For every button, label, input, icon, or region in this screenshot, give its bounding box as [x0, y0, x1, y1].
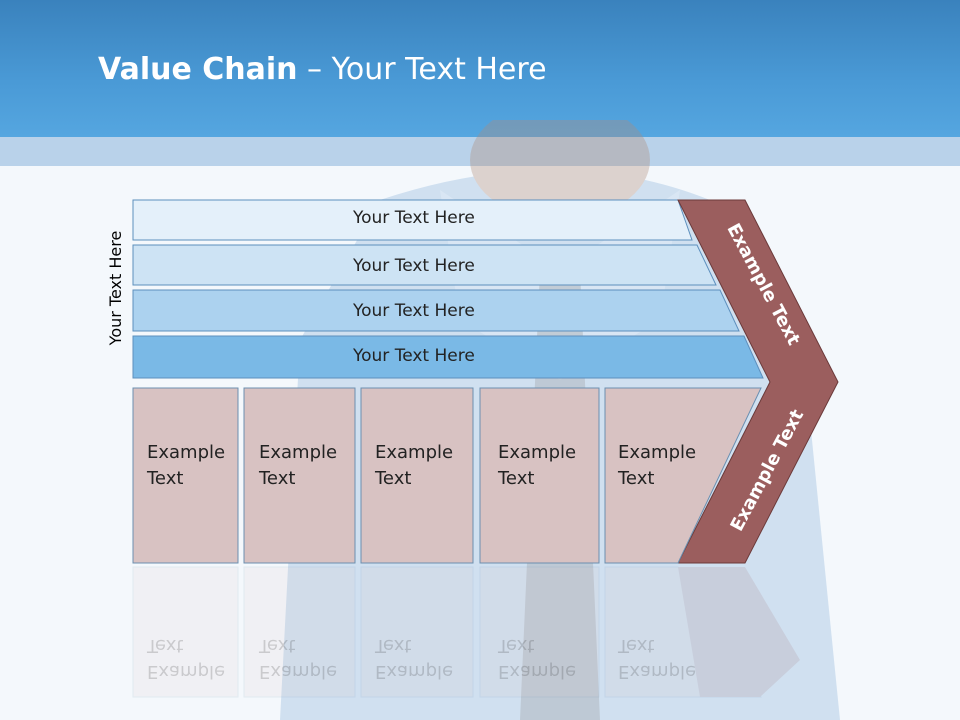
- box-1-line1: Example: [147, 442, 226, 463]
- primary-box-4: [479, 387, 600, 564]
- reflection-4-line2: Text: [498, 635, 535, 656]
- primary-box-5: [604, 387, 762, 564]
- support-bar-1-label: Your Text Here: [353, 208, 475, 228]
- box-3-line2: Text: [375, 468, 412, 489]
- reflection-3-line1: Example: [375, 661, 454, 682]
- page-title: Value Chain – Your Text Here: [98, 52, 547, 87]
- title-rest: – Your Text Here: [297, 52, 547, 87]
- support-bar-3: [132, 289, 740, 332]
- support-bar-4-label: Your Text Here: [353, 346, 475, 366]
- reflection-1-line1: Example: [147, 661, 226, 682]
- support-bar-3-label: Your Text Here: [353, 301, 475, 321]
- primary-box-5-reflection: Example Text: [618, 632, 696, 684]
- header-banner: [0, 0, 960, 137]
- reflection-2-line1: Example: [259, 661, 338, 682]
- support-bar-2: [132, 244, 717, 286]
- primary-box-4-reflection: Example Text: [498, 632, 576, 684]
- reflection-5-line2: Text: [618, 635, 655, 656]
- box-5-line1: Example: [618, 442, 697, 463]
- box-4-line1: Example: [498, 442, 577, 463]
- support-bar-2-label: Your Text Here: [353, 256, 475, 276]
- support-bar-1: [132, 199, 693, 241]
- reflection-5-line1: Example: [618, 661, 697, 682]
- primary-box-1: [132, 387, 239, 564]
- primary-box-1-reflection: Example Text: [147, 632, 225, 684]
- box-2-line2: Text: [259, 468, 296, 489]
- box-4-line2: Text: [498, 468, 535, 489]
- margin-chevron: [677, 199, 839, 564]
- reflection-1-line2: Text: [147, 635, 184, 656]
- box-2-line1: Example: [259, 442, 338, 463]
- header-band: [0, 137, 960, 166]
- box-3-line1: Example: [375, 442, 454, 463]
- primary-box-3: [360, 387, 474, 564]
- reflection-2-line2: Text: [259, 635, 296, 656]
- reflection-3-line2: Text: [375, 635, 412, 656]
- title-bold: Value Chain: [98, 52, 298, 87]
- reflection-group: [132, 566, 800, 698]
- support-bar-4: [132, 335, 764, 379]
- primary-box-2: [243, 387, 356, 564]
- box-5-line2: Text: [618, 468, 655, 489]
- primary-box-3-reflection: Example Text: [375, 632, 453, 684]
- primary-box-2-reflection: Example Text: [259, 632, 337, 684]
- box-1-line2: Text: [147, 468, 184, 489]
- reflection-4-line1: Example: [498, 661, 577, 682]
